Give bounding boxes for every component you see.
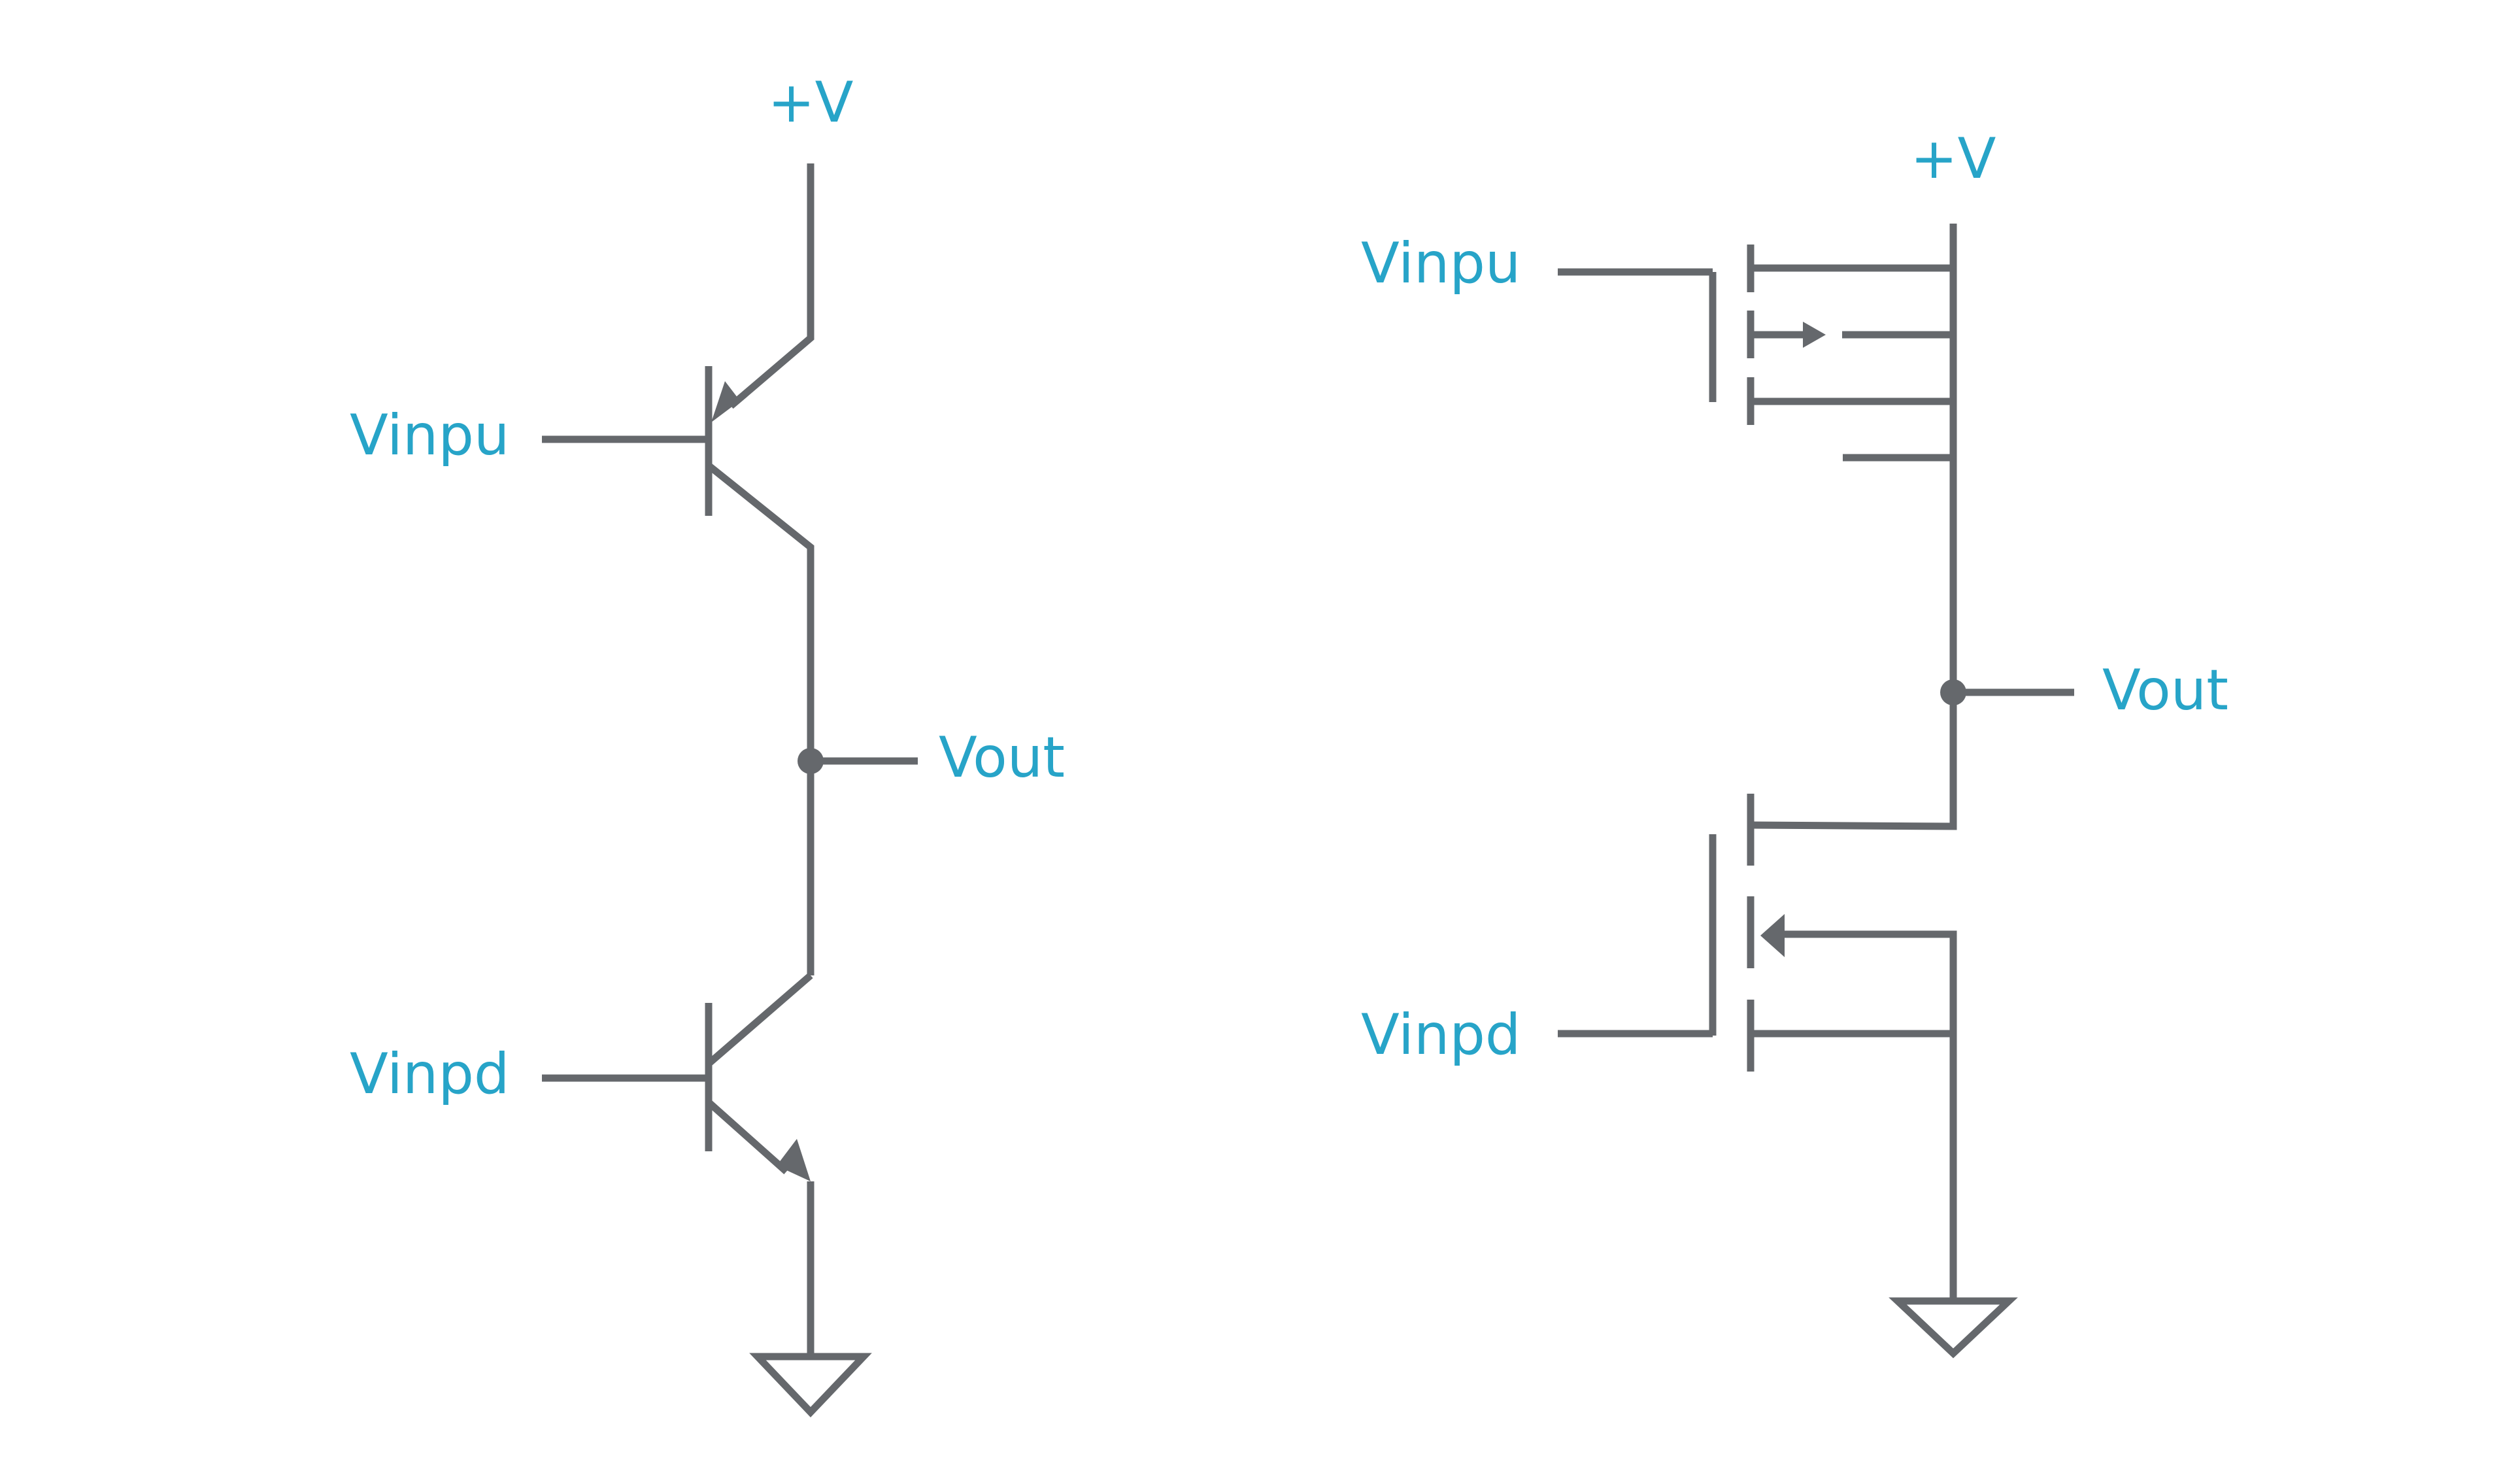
mosfet-circuit: +V Vinpu Vout Vinpd — [1361, 126, 2228, 1359]
supply-label: +V — [768, 70, 854, 135]
ground-icon — [749, 1353, 872, 1417]
npn-collector-wire — [706, 972, 813, 1067]
pnp-emitter-arrow-icon — [711, 381, 740, 422]
vout-label: Vout — [2102, 658, 2228, 723]
pmos-arrow-icon — [1803, 322, 1826, 348]
vinpd-label: Vinpd — [1361, 1002, 1521, 1068]
bjt-circuit: +V Vinpu Vout Vinpd — [350, 70, 1065, 1417]
supply-wire — [1843, 224, 1957, 462]
ground-icon — [1889, 1297, 2018, 1359]
supply-wire — [728, 163, 815, 409]
vout-label: Vout — [939, 725, 1065, 790]
npn-emitter-wire — [706, 1099, 789, 1175]
pmos-drain-wire — [1750, 397, 1957, 830]
supply-label: +V — [1911, 126, 1996, 192]
nmos-arrow-icon — [1760, 914, 1785, 957]
nmos-body-wire — [1783, 930, 1957, 1301]
npn-emitter-arrow-icon — [777, 1139, 811, 1181]
vinpd-label: Vinpd — [350, 1041, 510, 1107]
vinpu-label: Vinpu — [350, 403, 509, 468]
pnp-collector-wire — [706, 462, 815, 975]
vinpu-label: Vinpu — [1361, 231, 1520, 296]
